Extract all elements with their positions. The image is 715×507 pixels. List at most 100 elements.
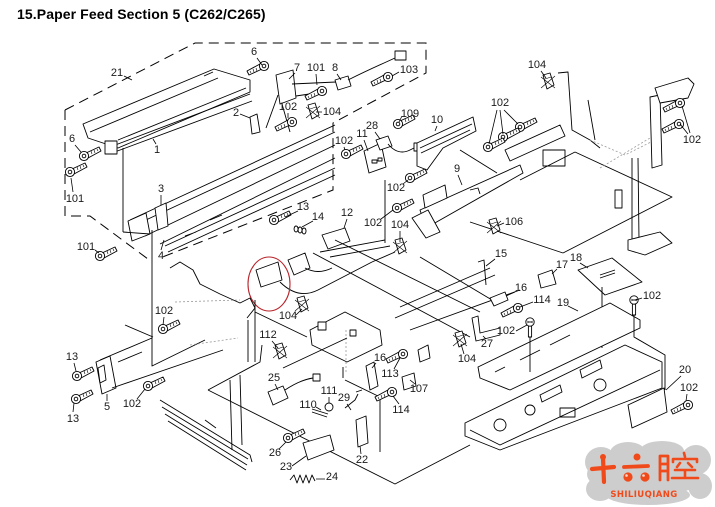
callout-label: 114 bbox=[392, 404, 410, 416]
screw-102-icon bbox=[482, 137, 506, 153]
callout-label: 103 bbox=[400, 64, 418, 76]
screw-102-icon bbox=[661, 118, 685, 134]
callout-label: 102 bbox=[643, 290, 661, 302]
part-3-rail bbox=[122, 124, 336, 245]
callout-label: 1 bbox=[154, 144, 160, 156]
part-21-cover bbox=[82, 68, 251, 149]
part-24-spring bbox=[289, 474, 316, 484]
part-25-solenoid bbox=[267, 373, 321, 406]
callout-label: 101 bbox=[77, 241, 95, 253]
part-8-sensor-harness bbox=[334, 50, 407, 91]
connector-harness bbox=[255, 252, 373, 295]
part-5-bracket bbox=[95, 337, 224, 395]
part-2-bracket bbox=[249, 113, 261, 135]
callout-label: 4 bbox=[158, 250, 164, 262]
screw-102-icon bbox=[629, 295, 639, 316]
screw-102-icon bbox=[157, 319, 181, 335]
part-4-strip bbox=[164, 167, 336, 253]
callout-label: 107 bbox=[410, 383, 428, 395]
callout-label: 102 bbox=[123, 398, 141, 410]
screw-103-icon bbox=[370, 71, 394, 87]
screw-102-icon bbox=[274, 116, 298, 132]
callout-label: 101 bbox=[307, 62, 325, 74]
part-17-connector bbox=[537, 269, 557, 289]
callout-label: 16 bbox=[374, 352, 386, 364]
part-22-bracket bbox=[355, 415, 369, 448]
callout-label: 14 bbox=[312, 211, 324, 223]
callout-label: 102 bbox=[364, 217, 382, 229]
base-frame bbox=[464, 344, 663, 451]
page-title: 15.Paper Feed Section 5 (C262/C265) bbox=[17, 6, 266, 22]
callout-label: 6 bbox=[251, 46, 257, 58]
callout-label: 104 bbox=[323, 106, 341, 118]
callout-label: 102 bbox=[279, 101, 297, 113]
screw-101-icon bbox=[64, 162, 88, 178]
part-15-bracket bbox=[477, 259, 487, 286]
screw-114-icon bbox=[500, 302, 524, 318]
callout-label: 110 bbox=[299, 399, 317, 411]
callout-label: 106 bbox=[505, 216, 523, 228]
screw-6-icon bbox=[78, 146, 102, 162]
callout-label: 13 bbox=[67, 413, 79, 425]
part-107-clip bbox=[401, 372, 417, 391]
upper-right-frame bbox=[469, 71, 695, 256]
callout-label: 104 bbox=[391, 219, 409, 231]
callout-label: 23 bbox=[280, 461, 292, 473]
clip-104-icon bbox=[452, 330, 468, 348]
screw-102-icon bbox=[525, 317, 535, 338]
callout-label: 22 bbox=[356, 454, 368, 466]
screw-102-icon bbox=[340, 144, 364, 160]
left-side-frame bbox=[124, 230, 263, 471]
callout-label: 11 bbox=[356, 128, 367, 140]
callout-label: 16 bbox=[515, 282, 527, 294]
part-11-bracket bbox=[363, 142, 387, 174]
callout-label: 5 bbox=[104, 401, 110, 413]
clip-104-icon bbox=[305, 102, 321, 120]
callout-label: 102 bbox=[155, 305, 173, 317]
callout-label: 13 bbox=[297, 201, 309, 213]
callout-label: 2 bbox=[233, 107, 239, 119]
callout-label: 21 bbox=[111, 67, 123, 79]
callout-label: 28 bbox=[366, 120, 378, 132]
callout-label: 10 bbox=[431, 114, 443, 126]
clip-106-icon bbox=[486, 217, 502, 235]
callout-leader-lines bbox=[70, 57, 691, 480]
callout-label: 102 bbox=[335, 135, 353, 147]
part-110-rod bbox=[311, 408, 329, 418]
part-23-lever bbox=[302, 434, 335, 461]
callout-label: 19 bbox=[557, 297, 569, 309]
part-27-bracket bbox=[471, 315, 501, 342]
screw-13-icon bbox=[70, 389, 94, 405]
callout-label: 9 bbox=[454, 163, 460, 175]
callout-label: 20 bbox=[679, 364, 691, 376]
callout-label: 17 bbox=[556, 259, 568, 271]
watermark-english-text: SHILIUQIANG bbox=[610, 490, 677, 500]
part-20-bracket bbox=[627, 387, 668, 429]
callout-label: 8 bbox=[332, 62, 338, 74]
highlight-circle bbox=[247, 256, 291, 312]
screw-6-icon bbox=[246, 60, 270, 76]
callout-label: 102 bbox=[491, 97, 509, 109]
callout-label: 102 bbox=[387, 182, 405, 194]
callout-label: 25 bbox=[268, 372, 280, 384]
part-9-rail bbox=[411, 164, 524, 239]
main-chassis bbox=[207, 180, 521, 485]
screw-102-icon bbox=[404, 168, 428, 184]
watermark-logo: SHILIUQIANG bbox=[585, 441, 712, 505]
part-14-spring bbox=[293, 225, 307, 235]
part-16-lower bbox=[365, 361, 379, 391]
callout-label: 29 bbox=[338, 392, 350, 404]
callout-label: 24 bbox=[326, 471, 338, 483]
callout-label: 6 bbox=[69, 133, 75, 145]
callout-label: 112 bbox=[259, 329, 277, 341]
screw-101-icon bbox=[304, 85, 328, 101]
callout-label: 102 bbox=[680, 382, 698, 394]
callout-label: 7 bbox=[294, 62, 300, 74]
callout-label: 15 bbox=[495, 248, 507, 260]
callout-label: 102 bbox=[683, 134, 701, 146]
callout-label: 27 bbox=[481, 338, 493, 350]
callout-label: 109 bbox=[401, 108, 419, 120]
callout-label: 104 bbox=[528, 59, 546, 71]
callout-label: 18 bbox=[570, 252, 582, 264]
